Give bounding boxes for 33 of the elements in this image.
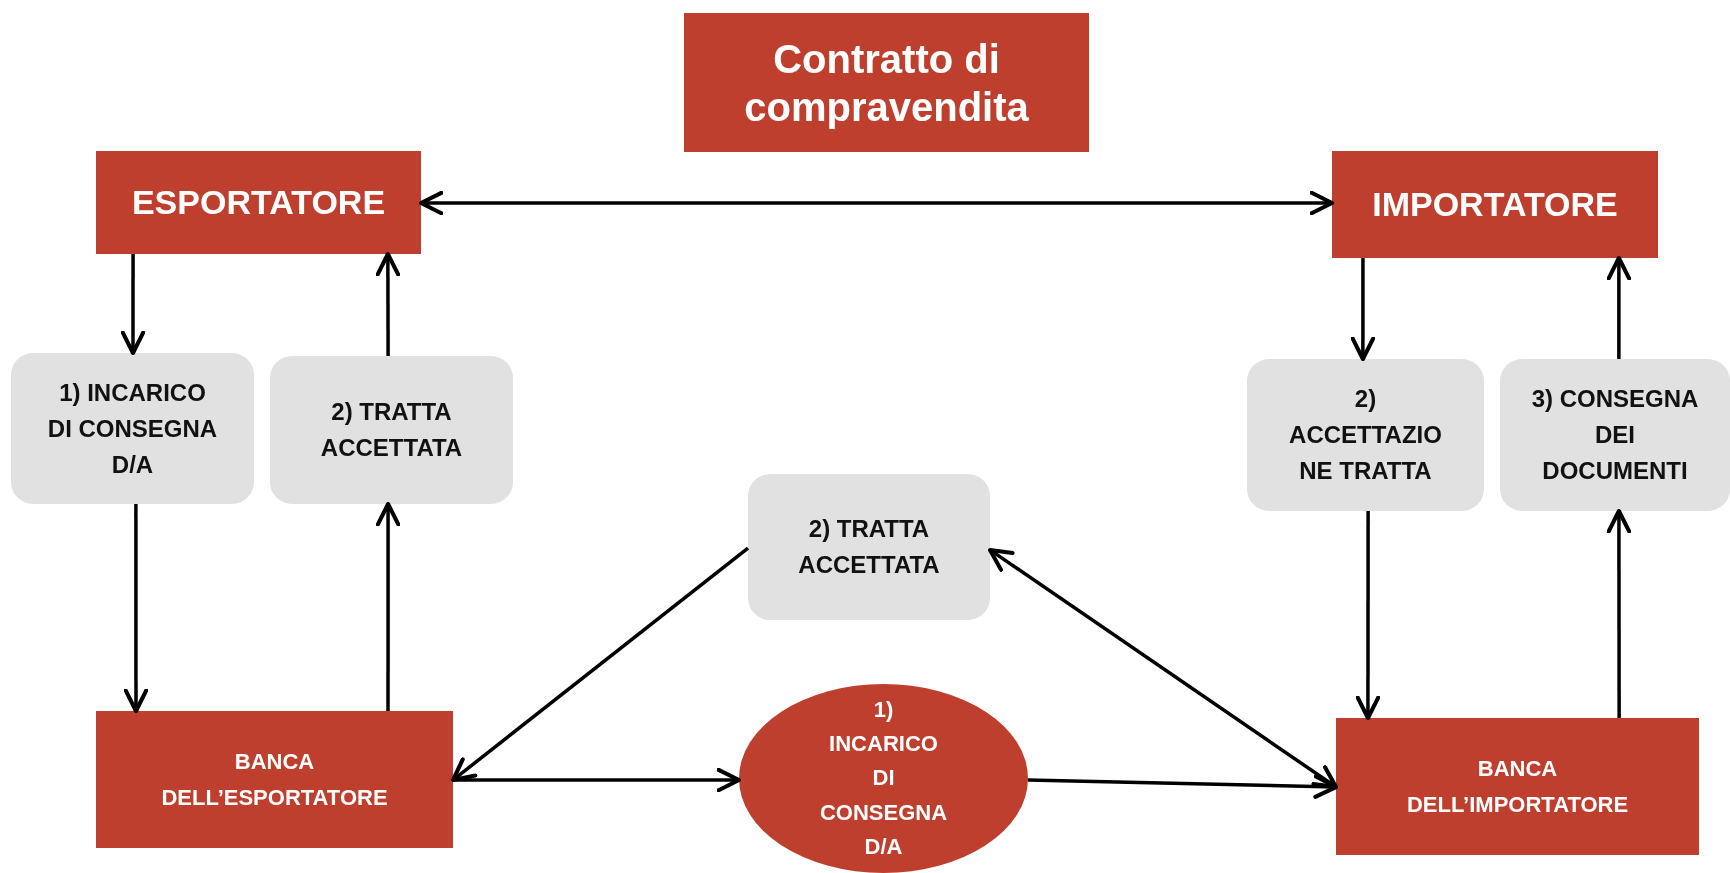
arrow <box>375 251 401 356</box>
arrow <box>1027 774 1339 799</box>
node-label: 2) ACCETTAZIO NE TRATTA <box>1288 384 1443 486</box>
arrow <box>1355 511 1381 721</box>
arrow <box>375 501 401 711</box>
node-label: BANCA DELL’ESPORTATORE <box>160 748 389 812</box>
arrow <box>120 254 146 356</box>
party-box <box>96 151 421 254</box>
arrow <box>123 504 149 714</box>
step-box <box>11 353 254 504</box>
node-label: 1) INCARICO DI CONSEGNA D/A <box>46 377 219 480</box>
step-box <box>1247 359 1484 511</box>
arrow <box>418 190 1335 216</box>
node-label: ESPORTATORE <box>131 182 386 223</box>
step-box <box>1500 359 1730 511</box>
node-label: 1) INCARICO DI CONSEGNA D/A <box>818 696 949 861</box>
title-box <box>684 13 1089 152</box>
node-label: BANCA DELL’IMPORTATORE <box>1405 755 1630 819</box>
bank-box <box>96 711 453 848</box>
node-label: IMPORTATORE <box>1372 184 1618 225</box>
arrow <box>1606 255 1632 359</box>
step-box <box>748 474 990 620</box>
node-label: 2) TRATTA ACCETTATA <box>319 397 464 463</box>
node-label: 2) TRATTA ACCETTATA <box>797 514 941 580</box>
step-box <box>270 356 513 504</box>
node-label: Contratto di compravendita <box>743 35 1030 131</box>
arrow <box>1606 508 1632 718</box>
bank-box <box>1336 718 1699 855</box>
arrow <box>453 767 742 793</box>
arrow <box>450 546 750 783</box>
party-box <box>1332 151 1658 258</box>
node-label: 3) CONSEGNA DEI DOCUMENTI <box>1530 384 1700 486</box>
arrow <box>1350 258 1376 362</box>
